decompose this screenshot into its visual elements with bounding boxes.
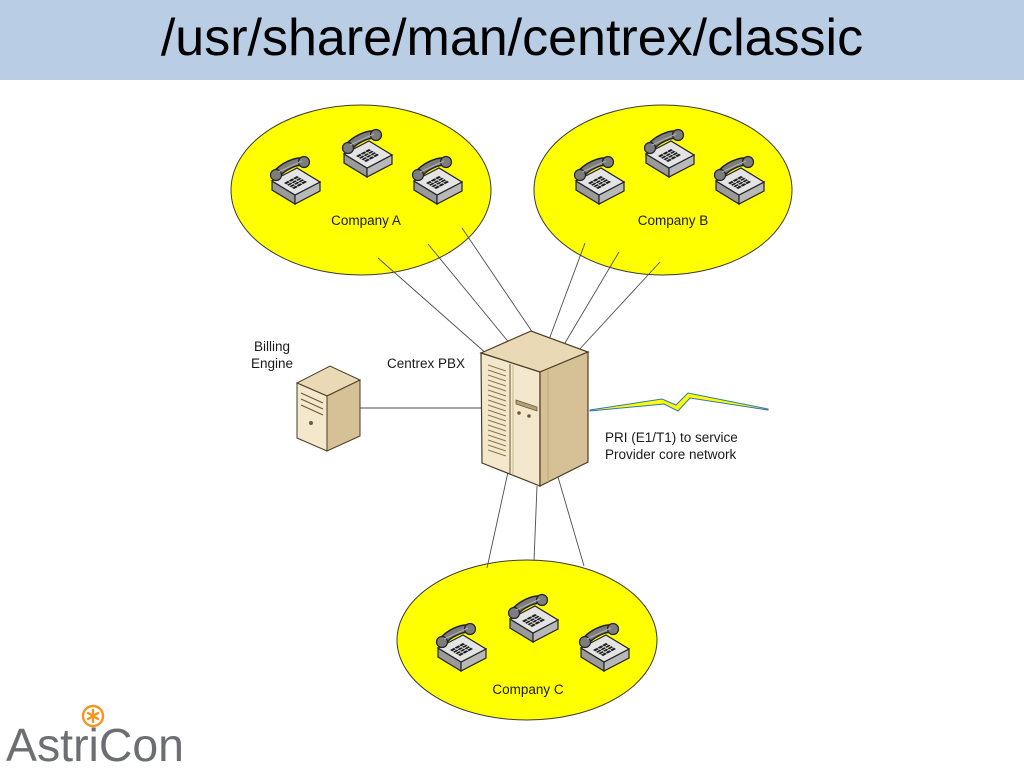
- connector-line: [533, 485, 538, 562]
- company-c-links: [486, 471, 585, 569]
- connector-line: [486, 471, 509, 569]
- connector-line: [546, 242, 586, 346]
- trunk-label-line2: Provider core network: [605, 447, 737, 462]
- connector-line: [377, 257, 489, 356]
- pbx-label: Centrex PBX: [387, 356, 465, 371]
- connector-line: [561, 251, 620, 349]
- logo-wordmark: AstriCon: [6, 719, 184, 768]
- connector-line: [461, 227, 536, 337]
- company-c-cloud: [396, 559, 658, 721]
- server-icon: [479, 330, 590, 487]
- company-b-links: [546, 242, 661, 353]
- astricon-logo: AstriCon: [6, 704, 184, 768]
- connector-line: [557, 476, 585, 567]
- company-b-label: Company B: [638, 213, 709, 228]
- asterisk-icon: [81, 704, 105, 728]
- company-a-links: [377, 227, 536, 356]
- company-a-cloud: [230, 104, 492, 276]
- company-a-label: Company A: [331, 213, 401, 228]
- trunk-label-line1: PRI (E1/T1) to service: [605, 430, 738, 445]
- company-b-cloud: [533, 104, 793, 276]
- server-icon: [295, 365, 362, 452]
- company-c-label: Company C: [492, 682, 564, 697]
- billing-label-line2: Engine: [251, 356, 293, 371]
- connector-line: [576, 261, 661, 353]
- connector-line: [427, 243, 512, 346]
- lightning-bolt-icon: [589, 392, 769, 412]
- slide-title: /usr/share/man/centrex/classic: [160, 9, 864, 67]
- billing-label-line1: Billing: [254, 339, 290, 354]
- title-bar: /usr/share/man/centrex/classic: [0, 0, 1024, 80]
